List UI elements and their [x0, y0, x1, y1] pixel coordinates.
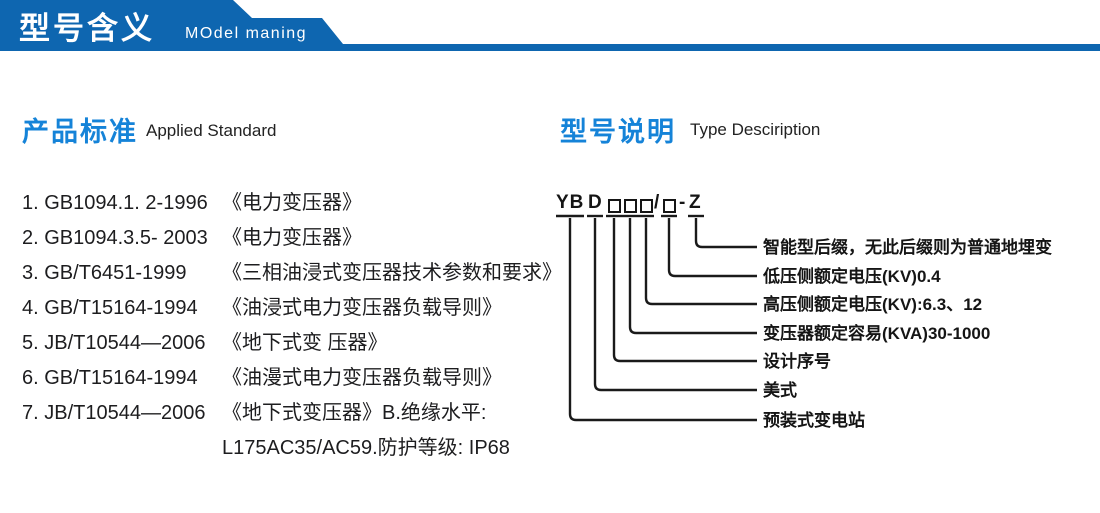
model-code-box-1: [608, 199, 621, 213]
diagram-label-hv-voltage: 高压侧额定电压(KV):6.3、12: [763, 295, 983, 314]
top-banner: [0, 0, 1100, 51]
standard-item: 3. GB/T6451-1999 《三相油浸式变压器技术参数和要求》: [22, 262, 562, 284]
standard-name: 《三相油浸式变压器技术参数和要求》: [222, 262, 562, 284]
standard-continuation: L175AC35/AC59.防护等级: IP68: [222, 437, 510, 459]
model-code-part-z: Z: [689, 192, 701, 213]
standard-code: 2. GB1094.3.5- 2003: [22, 227, 208, 249]
model-code-box-3: [640, 199, 653, 213]
model-code-dash: -: [679, 192, 686, 213]
standard-item: 7. JB/T10544—2006 《地下式变压器》B.绝缘水平:: [22, 402, 552, 424]
left-section-title: 产品标准: [22, 117, 138, 147]
diagram-label-design-serial: 设计序号: [763, 352, 831, 371]
model-code-box-2: [624, 199, 637, 213]
standard-name: 《地下式变 压器》: [222, 332, 388, 354]
standard-code: 3. GB/T6451-1999: [22, 262, 187, 284]
diagram-label-rated-capacity: 变压器额定容易(KVA)30-1000: [763, 324, 991, 343]
right-section-title: 型号说明: [560, 117, 676, 147]
left-section-subtitle: Applied Standard: [146, 121, 277, 140]
diagram-label-prefab-substation: 预装式变电站: [763, 411, 865, 430]
standard-name: 《电力变压器》: [222, 227, 362, 249]
diagram-label-lv-voltage: 低压侧额定电压(KV)0.4: [763, 267, 941, 286]
standard-code: 6. GB/T15164-1994: [22, 367, 198, 389]
standard-name: 《油浸式电力变压器负载导则》: [222, 297, 502, 319]
standard-code: 1. GB1094.1. 2-1996: [22, 192, 208, 214]
diagram-label-american-style: 美式: [763, 381, 797, 400]
standard-name: 《地下式变压器》B.绝缘水平:: [222, 402, 487, 424]
standard-name: 《电力变压器》: [222, 192, 362, 214]
model-code-part-d: D: [588, 192, 602, 213]
standard-item: 1. GB1094.1. 2-1996 《电力变压器》: [22, 192, 552, 214]
right-section-subtitle: Type Desciription: [690, 120, 821, 139]
standard-code: 5. JB/T10544—2006: [22, 332, 206, 354]
page-title: 型号含义: [19, 11, 155, 46]
model-code-part-yb: YB: [556, 192, 585, 213]
standards-list: 1. GB1094.1. 2-1996 《电力变压器》 2. GB1094.3.…: [22, 192, 562, 459]
diagram-label-smart-suffix: 智能型后缀，无此后缀则为普通地埋变: [763, 238, 1052, 257]
standard-item: 5. JB/T10544—2006 《地下式变 压器》: [22, 332, 552, 354]
standard-item: 4. GB/T15164-1994 《油浸式电力变压器负载导则》: [22, 297, 552, 319]
standard-item: 2. GB1094.3.5- 2003 《电力变压器》: [22, 227, 552, 249]
model-code-box-4: [663, 199, 676, 213]
standard-code: 7. JB/T10544—2006: [22, 402, 206, 424]
standard-item: 6. GB/T15164-1994 《油漫式电力变压器负载导则》: [22, 367, 552, 389]
page-subtitle: MOdel maning: [185, 25, 308, 42]
model-code-slash: /: [654, 192, 660, 213]
standard-code: 4. GB/T15164-1994: [22, 297, 198, 319]
standard-name: 《油漫式电力变压器负载导则》: [222, 367, 502, 389]
